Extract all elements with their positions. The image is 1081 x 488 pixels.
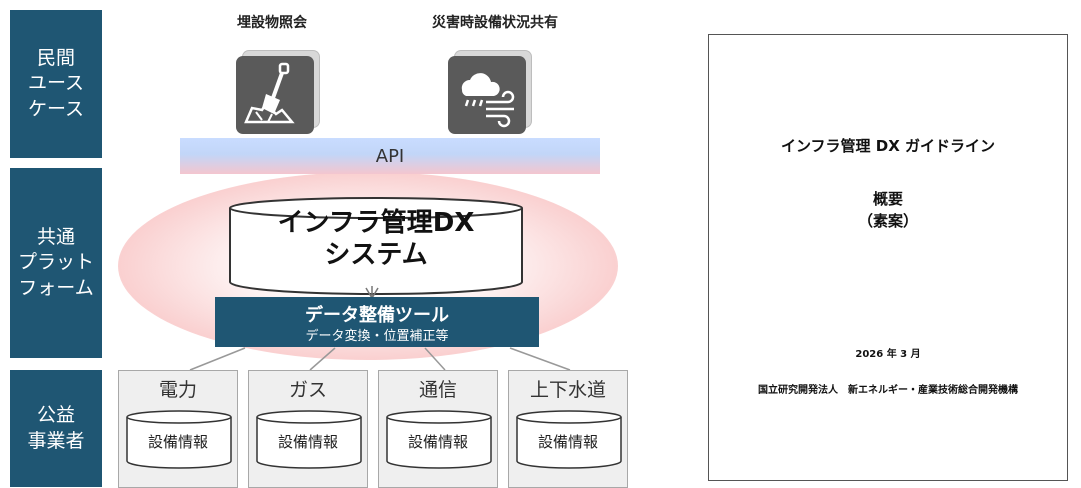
api-bar: API <box>180 138 600 174</box>
document-date: 2026 年 3 月 <box>855 349 921 360</box>
facility-info-label: 設備情報 <box>407 433 468 451</box>
utility-gas: ガス 設備情報 <box>248 370 368 488</box>
dx-system-label: インフラ管理DX システム <box>277 208 475 270</box>
tool-title: データ整備ツール <box>305 305 449 326</box>
database-icon <box>126 410 232 469</box>
data-preparation-tool: データ整備ツール データ変換・位置補正等 <box>215 297 539 347</box>
tool-subtitle: データ変換・位置補正等 <box>305 329 449 344</box>
shovel-icon <box>236 56 314 134</box>
facility-info-label: 設備情報 <box>147 433 208 451</box>
layer-tab-public-utilities: 公益 事業者 <box>10 370 102 487</box>
layer-tab-private-use-case: 民間 ユース ケース <box>10 10 102 158</box>
utility-name: 上下水道 <box>529 379 606 401</box>
use-case-title-disaster-share: 災害時設備状況共有 <box>432 15 558 31</box>
guideline-cover-page: インフラ管理 DX ガイドライン 概要 （素案） 2026 年 3 月 国立研究… <box>708 34 1068 481</box>
database-icon <box>516 410 622 469</box>
database-icon <box>256 410 362 469</box>
utility-name: ガス <box>288 379 327 401</box>
utility-telecom: 通信 設備情報 <box>378 370 498 488</box>
utility-name: 電力 <box>158 379 197 401</box>
document-subtitle: 概要 <box>872 190 903 208</box>
facility-info-label: 設備情報 <box>537 433 598 451</box>
utility-electric: 電力 設備情報 <box>118 370 238 488</box>
document-title: インフラ管理 DX ガイドライン <box>780 137 995 155</box>
api-label: API <box>375 145 405 167</box>
database-icon <box>386 410 492 469</box>
utility-water-sewer: 上下水道 設備情報 <box>508 370 628 488</box>
facility-info-label: 設備情報 <box>277 433 338 451</box>
use-case-title-buried-query: 埋設物照会 <box>237 15 307 31</box>
layer-tab-common-platform: 共通 プラット フォーム <box>10 168 102 358</box>
dx-system-database <box>229 197 523 295</box>
document-draft-label: （素案） <box>857 212 918 230</box>
connector-lines <box>189 347 571 371</box>
utility-name: 通信 <box>418 379 457 401</box>
document-publisher: 国立研究開発法人 新エネルギー・産業技術総合開発機構 <box>758 385 1018 396</box>
storm-icon <box>448 56 526 134</box>
